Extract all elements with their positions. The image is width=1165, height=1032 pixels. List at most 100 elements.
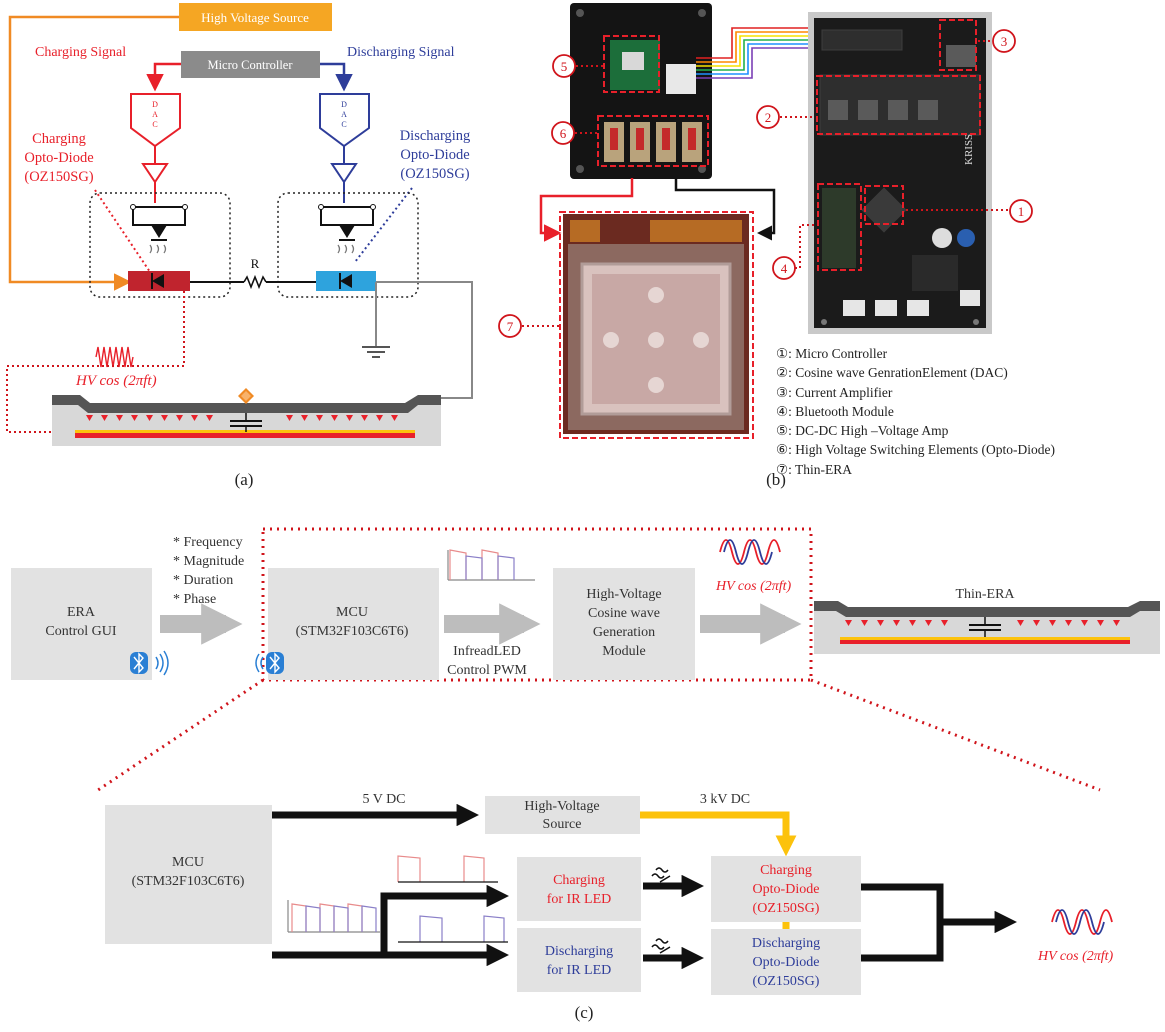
svg-text:6: 6 [560,126,567,141]
thin-era-device-c [814,601,1160,654]
pwm-waveform-charging [398,856,498,882]
era-gui-line1: ERA [67,605,96,620]
micro-controller-label: Micro Controller [207,58,293,72]
hv-cosine-module-box [553,568,695,680]
wireless-signal-icon-gui [156,651,168,675]
main-board-photo: KRISS [808,12,992,334]
pwm-waveform-mcu [288,900,380,932]
ir-light-icon-charging [652,868,670,882]
bluetooth-icon-gui [130,652,148,674]
callout-4: 4 [773,257,795,279]
svg-text:2: 2 [765,110,772,125]
hv-cos-label-a: HV cos (2πft) [75,373,157,389]
discharging-dac-c: C [341,120,346,129]
callout-7: 7 [499,315,521,337]
svg-text:5: 5 [561,59,568,74]
legend-item: ①: Micro Controller [776,344,1055,363]
charging-dac-a: A [152,110,158,119]
output-merge-wire [861,887,940,958]
resistor-label: R [251,256,260,271]
pwm-label-line1: InfreadLED [453,644,521,659]
discharging-opto-c-line2: Opto-Diode [753,955,820,970]
legend-item: ③: Current Amplifier [776,383,1055,402]
mcu-top-line1: MCU [336,605,368,620]
discharging-led [319,205,376,254]
ir-light-icon-discharging [652,939,670,953]
hv-source-c-line2: Source [543,817,582,832]
discharging-opto-diode [316,271,376,291]
discharging-buffer [332,164,356,182]
charging-opto-diode [128,271,190,291]
three-kv-label: 3 kV DC [700,792,750,807]
thin-era-label: Thin-ERA [955,587,1015,602]
svg-text:3: 3 [1001,34,1008,49]
hv-cos-label-top: HV cos (2πft) [715,579,792,594]
charging-led [131,205,188,254]
svg-text:1: 1 [1018,204,1025,219]
bluetooth-icon-mcu [266,652,284,674]
charging-opto-c-line3: (OZ150SG) [753,901,820,916]
wireless-signal-icon-mcu [256,654,263,672]
charging-signal-label: Charging Signal [35,45,126,60]
charging-opto-line3: (OZ150SG) [24,169,93,185]
charging-buffer [143,164,167,182]
discharging-opto-c-line3: (OZ150SG) [753,974,820,989]
discharging-opto-line3: (OZ150SG) [400,166,469,182]
legend-item: ⑥: High Voltage Switching Elements (Opto… [776,440,1055,459]
param-phase: * Phase [173,592,216,607]
callout-2: 2 [757,106,779,128]
discharging-opto-c-line1: Discharging [752,936,820,951]
callout-6: 6 [552,122,574,144]
hv-module-line2: Cosine wave [588,606,660,621]
discharging-ir-box [517,928,641,992]
callout-5: 5 [553,55,575,77]
discharging-opto-line2: Opto-Diode [400,147,469,163]
charging-opto-line1: Charging [32,131,86,147]
hv-module-line4: Module [602,644,646,659]
thin-era-device-a [52,388,441,446]
charging-opto-c-line2: Opto-Diode [753,882,820,897]
thin-era-photo [563,214,749,434]
pwm-label-line2: Control PWM [447,663,527,678]
hv-source-c-line1: High-Voltage [524,799,599,814]
five-v-label: 5 V DC [362,792,405,807]
param-magnitude: * Magnitude [173,554,244,569]
charging-ir-line2: for IR LED [547,892,612,907]
hv-module-line1: High-Voltage [586,587,661,602]
pwm-waveform-discharging [398,916,508,942]
param-duration: * Duration [173,573,233,588]
discharging-ir-line2: for IR LED [547,963,612,978]
param-frequency: * Frequency [173,535,243,550]
callout-1: 1 [1010,200,1032,222]
legend-item: ⑦: Thin-ERA [776,460,1055,479]
era-gui-line2: Control GUI [45,624,117,639]
discharging-dac-a: A [341,110,347,119]
discharging-signal-line [320,64,344,88]
mcu-bottom-line2: (STM32F103C6T6) [132,874,245,889]
svg-text:7: 7 [507,319,514,334]
caption-c: (c) [575,1003,594,1022]
charging-dac-c: C [152,120,157,129]
legend-item: ④: Bluetooth Module [776,402,1055,421]
rainbow-cable [696,28,810,78]
pwm-waveform-top [448,550,535,580]
svg-text:4: 4 [781,261,788,276]
panel-a: High Voltage Source Micro Controller Cha… [7,3,472,489]
mcu-bottom-line1: MCU [172,855,204,870]
board-kriss-label: KRISS [963,134,975,165]
charging-signal-line [155,64,181,88]
discharging-dac-d: D [341,100,347,109]
panel-c: ERA Control GUI * Frequency * Magnitude … [11,529,1160,1022]
hv-module-line3: Generation [593,625,655,640]
charging-opto-c-line1: Charging [760,863,812,878]
discharging-opto-line1: Discharging [400,128,471,144]
output-wire [376,282,472,398]
charging-opto-pointer [95,190,150,272]
charging-ir-box [517,857,641,921]
mcu-top-line2: (STM32F103C6T6) [296,624,409,639]
callout-3: 3 [993,30,1015,52]
discharging-ir-line1: Discharging [545,944,613,959]
caption-a: (a) [235,470,254,489]
resistor [244,277,266,287]
